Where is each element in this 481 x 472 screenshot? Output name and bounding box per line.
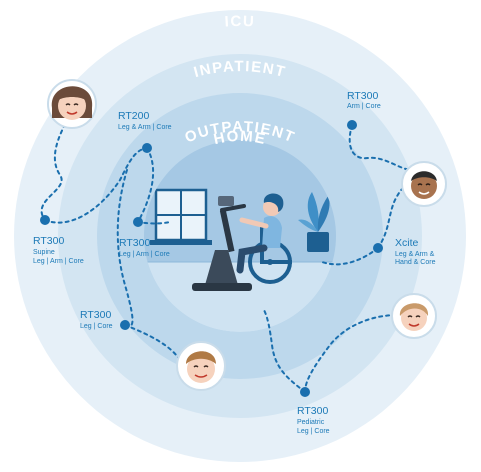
svg-text:RT300: RT300: [297, 405, 328, 417]
device-label-rt300-leg-arm: RT300 Leg | Arm | Core: [119, 237, 170, 258]
device-label-rt300-supine: RT300 Supine Leg | Arm | Core: [33, 235, 84, 265]
svg-text:Arm | Core: Arm | Core: [347, 103, 381, 110]
svg-text:Supine: Supine: [33, 249, 55, 256]
svg-text:RT300: RT300: [80, 309, 111, 321]
wheelchair-user-on-cycle-icon: [192, 193, 292, 291]
svg-text:RT300: RT300: [347, 90, 378, 102]
device-label-rt300-leg: RT300 Leg | Core: [80, 309, 113, 330]
device-label-xcite: Xcite Leg & Arm & Hand & Core: [395, 237, 436, 266]
device-label-rt200: RT200 Leg & Arm | Core: [118, 110, 172, 131]
ring-title-inpatient: INPATIENT: [192, 58, 288, 81]
svg-text:Leg | Core: Leg | Core: [80, 323, 113, 330]
patient-avatar-child: [391, 293, 437, 339]
potted-plant-icon: [298, 192, 330, 252]
node-rt300-supine: [40, 215, 50, 225]
svg-text:Leg | Core: Leg | Core: [297, 428, 330, 435]
svg-text:Hand & Core: Hand & Core: [395, 259, 436, 266]
svg-text:Pediatric: Pediatric: [297, 419, 325, 426]
svg-text:Leg | Arm | Core: Leg | Arm | Core: [33, 258, 84, 265]
svg-text:RT200: RT200: [118, 110, 149, 122]
svg-text:RT300: RT300: [33, 235, 64, 247]
window-icon: [150, 188, 212, 245]
svg-text:Leg & Arm &: Leg & Arm &: [395, 251, 435, 258]
node-rt300-pediatric: [300, 387, 310, 397]
node-xcite: [373, 243, 383, 253]
patient-avatar-dark-male: [401, 161, 447, 207]
patient-avatar-male: [176, 341, 226, 391]
svg-text:Leg | Arm | Core: Leg | Arm | Core: [119, 251, 170, 258]
device-label-rt300-pediatric: RT300 Pediatric Leg | Core: [297, 405, 330, 435]
svg-text:Xcite: Xcite: [395, 237, 419, 249]
node-rt300-arm: [347, 120, 357, 130]
svg-text:RT300: RT300: [119, 237, 150, 249]
node-rt300-leg-arm: [133, 217, 143, 227]
patient-avatar-female: [47, 79, 97, 129]
node-rt200: [142, 143, 152, 153]
device-label-rt300-arm: RT300 Arm | Core: [347, 90, 381, 110]
ring-title-icu: ICU: [224, 13, 256, 31]
node-rt300-leg: [120, 320, 130, 330]
svg-text:Leg & Arm | Core: Leg & Arm | Core: [118, 124, 172, 131]
